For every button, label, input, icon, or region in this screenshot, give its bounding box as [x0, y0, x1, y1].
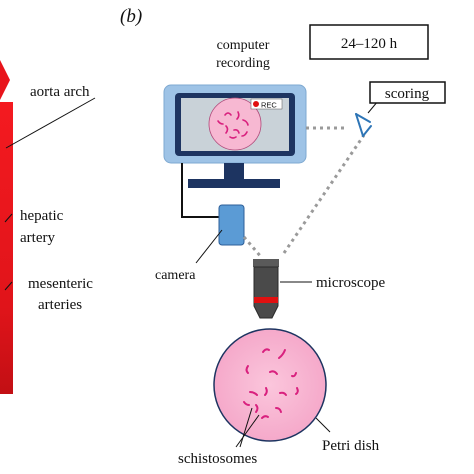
- monitor: REC: [163, 84, 307, 188]
- mesenteric-pointer: [4, 281, 13, 291]
- eye-icon: [355, 113, 372, 137]
- camera-pointer: [195, 229, 223, 264]
- petri-dish-pointer: [315, 417, 331, 433]
- screen-dish: [208, 97, 262, 151]
- mesenteric-label-line2: arteries: [38, 297, 82, 313]
- dotted-connections: [242, 126, 366, 259]
- microscope-objective: [253, 259, 279, 319]
- microscope-label: microscope: [316, 275, 385, 291]
- scoring-box: scoring: [369, 81, 446, 104]
- screen-worms: [217, 111, 249, 139]
- rec-badge-text: REC: [261, 101, 277, 110]
- artery-strip: [0, 102, 13, 394]
- camera: [218, 204, 245, 246]
- monitor-base: [188, 179, 280, 188]
- schistosomes-pointer-2: [239, 407, 253, 448]
- aorta-arch-pointer: [5, 97, 96, 149]
- aorta-arch-label: aorta arch: [30, 84, 90, 100]
- camera-cable: [181, 163, 219, 218]
- hepatic-pointer: [4, 213, 13, 223]
- rec-badge: [250, 98, 283, 110]
- left-artery-panel: aorta arch hepatic artery mesenteric art…: [0, 60, 96, 394]
- time-box: 24–120 h: [309, 24, 429, 60]
- schistosome-worms: [243, 348, 299, 419]
- petri-dish: [213, 328, 327, 442]
- panel-label: (b): [120, 6, 142, 27]
- arrow-head: [0, 60, 10, 100]
- monitor-neck: [224, 163, 244, 179]
- time-box-text: 24–120 h: [341, 36, 398, 52]
- hepatic-label-line2: artery: [20, 230, 55, 246]
- schistosomes-label: schistosomes: [178, 451, 257, 467]
- scoring-box-text: scoring: [385, 86, 430, 102]
- computer-label-line1: computer: [217, 38, 270, 53]
- schistosomes-pointer-1: [235, 414, 260, 448]
- rec-dot-icon: [253, 101, 259, 107]
- microscope-red-band: [254, 297, 278, 303]
- computer-label-line2: recording: [216, 56, 270, 71]
- mesenteric-label-line1: mesenteric: [28, 276, 93, 292]
- petri-dish-label: Petri dish: [322, 438, 380, 454]
- hepatic-label-line1: hepatic: [20, 208, 64, 224]
- camera-label: camera: [155, 268, 196, 283]
